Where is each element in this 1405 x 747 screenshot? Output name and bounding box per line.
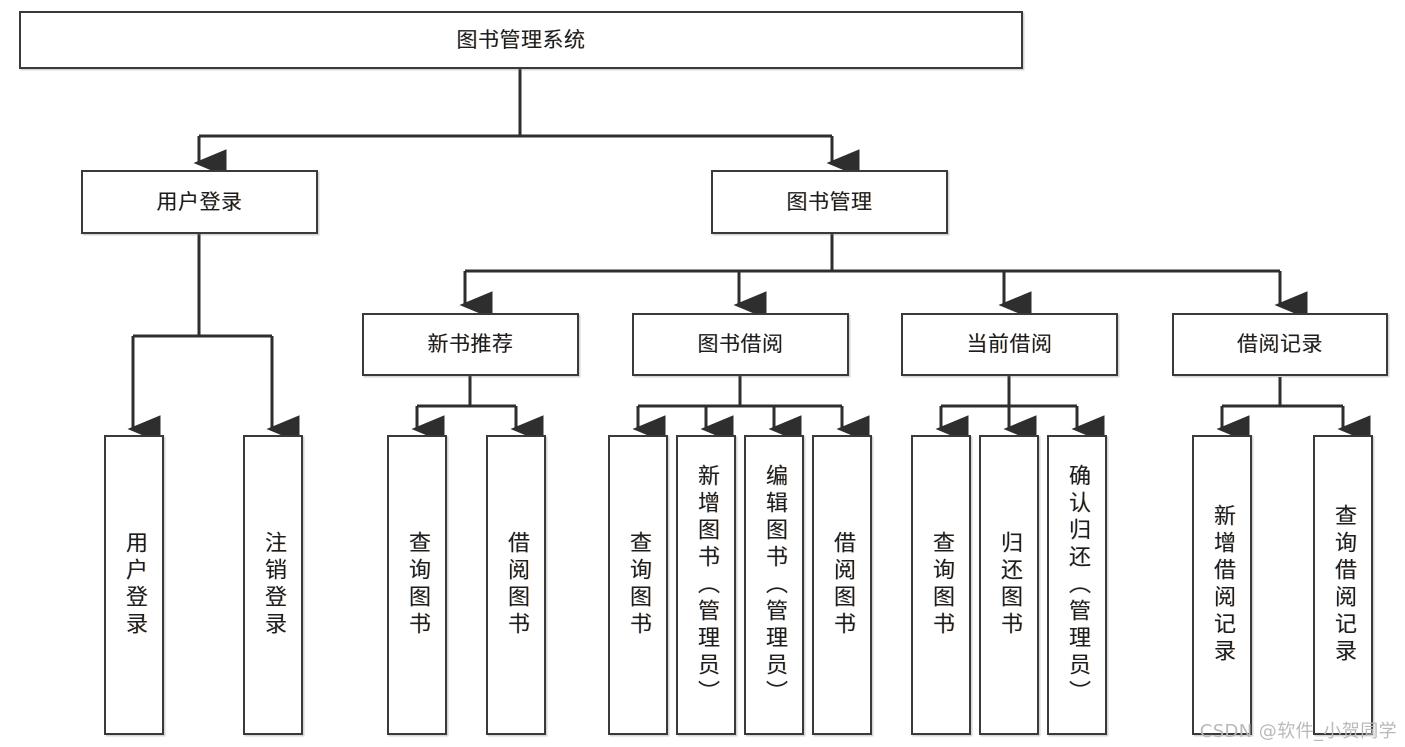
node-label: 查询图书 [405,531,430,639]
leaf-current-borrow-query[interactable]: 查询图书 [911,435,971,735]
leaf-current-borrow-return[interactable]: 归还图书 [979,435,1039,735]
leaf-borrow-records-query[interactable]: 查询借阅记录 [1313,435,1373,735]
node-label: 新增借阅记录 [1210,504,1235,666]
node-label: 用户登录 [122,531,147,639]
node-label: 借阅图书 [830,531,855,639]
node-label: 新增图书（管理员） [694,463,719,707]
node-borrow-records[interactable]: 借阅记录 [1172,313,1388,376]
node-label: 当前借阅 [966,332,1053,357]
leaf-user-login-signout[interactable]: 注销登录 [243,435,303,735]
leaf-book-borrow-add-admin[interactable]: 新增图书（管理员） [676,435,736,735]
leaf-new-book-query[interactable]: 查询图书 [387,435,447,735]
node-label: 确认归还（管理员） [1065,463,1090,707]
node-label: 编辑图书（管理员） [762,463,787,707]
node-label: 查询图书 [929,531,954,639]
csdn-watermark: CSDN @软件_小贺同学 [1199,721,1397,742]
node-root-book-management-system[interactable]: 图书管理系统 [19,11,1023,69]
node-label: 归还图书 [997,531,1022,639]
node-label: 图书借阅 [697,332,784,357]
leaf-new-book-borrow[interactable]: 借阅图书 [486,435,546,735]
node-label: 图书管理 [786,189,873,214]
node-user-login[interactable]: 用户登录 [81,170,318,234]
node-current-borrow[interactable]: 当前借阅 [901,313,1118,376]
node-label: 图书管理系统 [456,27,586,52]
node-book-borrow[interactable]: 图书借阅 [632,313,849,376]
node-label: 借阅图书 [504,531,529,639]
leaf-book-borrow-edit-admin[interactable]: 编辑图书（管理员） [744,435,804,735]
leaf-user-login-signin[interactable]: 用户登录 [104,435,164,735]
leaf-current-borrow-confirm-admin[interactable]: 确认归还（管理员） [1047,435,1107,735]
node-label: 注销登录 [261,531,286,639]
leaf-book-borrow-borrow[interactable]: 借阅图书 [812,435,872,735]
node-new-book-recommend[interactable]: 新书推荐 [362,313,579,376]
node-label: 用户登录 [156,189,243,214]
leaf-borrow-records-add[interactable]: 新增借阅记录 [1192,435,1252,735]
node-label: 新书推荐 [427,332,514,357]
leaf-book-borrow-query[interactable]: 查询图书 [608,435,668,735]
node-label: 查询借阅记录 [1331,504,1356,666]
node-book-management[interactable]: 图书管理 [711,170,948,234]
node-label: 查询图书 [626,531,651,639]
node-label: 借阅记录 [1237,332,1323,357]
